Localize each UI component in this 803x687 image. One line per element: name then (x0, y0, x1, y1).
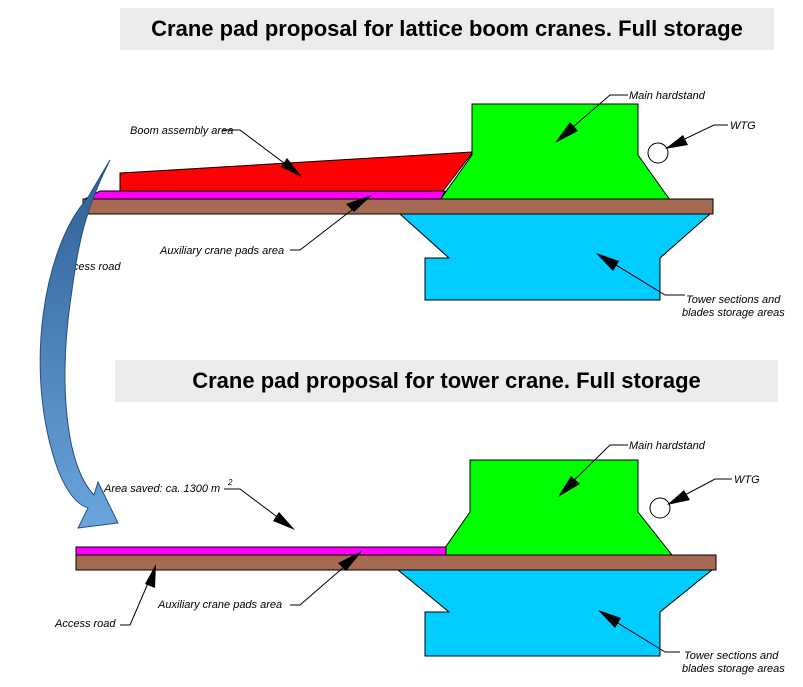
top-arrowhead-wtg (665, 135, 688, 149)
bottom-label-access-road: Access road (54, 618, 116, 630)
top-label-main-hardstand: Main hardstand (629, 90, 706, 102)
bottom-label-wtg: WTG (734, 474, 760, 486)
top-leader-storage (597, 253, 685, 296)
bottom-wtg-circle (649, 497, 671, 519)
bottom-leader-storage (599, 611, 680, 653)
bottom-label-main-hardstand: Main hardstand (629, 440, 706, 452)
top-auxiliary-pads (84, 190, 446, 200)
bottom-leader-area-saved (224, 488, 293, 529)
top-wtg-circle (647, 142, 669, 164)
top-label-boom-assembly: Boom assembly area (130, 125, 233, 137)
top-arrowhead-boom (281, 158, 302, 177)
bottom-diagram: Main hardstand WTG Area saved: ca. 1300 … (54, 440, 785, 675)
bottom-label-storage-2: blades storage areas (682, 663, 785, 675)
top-leader-auxiliary (290, 195, 371, 251)
bottom-arrowhead-access-road (145, 564, 156, 588)
top-label-storage-2: blades storage areas (682, 307, 785, 319)
top-arrowhead-storage (596, 253, 619, 271)
top-arrowhead-main-hardstand (555, 122, 578, 143)
bottom-arrowhead-wtg (667, 490, 690, 505)
top-label-auxiliary: Auxiliary crane pads area (159, 245, 284, 257)
top-title: Crane pad proposal for lattice boom cran… (120, 8, 774, 50)
bottom-leader-access-road (120, 566, 156, 626)
bottom-access-road (75, 554, 717, 571)
bottom-label-storage-1: Tower sections and (684, 650, 779, 662)
top-storage-area (398, 213, 712, 301)
top-leader-boom (222, 129, 301, 176)
top-label-storage-1: Tower sections and (686, 294, 781, 306)
bottom-arrowhead-area-saved (273, 512, 295, 530)
top-leader-main-hardstand (557, 94, 628, 141)
curved-arrow (39, 159, 119, 529)
bottom-storage-area (396, 569, 714, 657)
bottom-label-area-saved: Area saved: ca. 1300 m (103, 483, 220, 495)
top-label-wtg: WTG (730, 120, 756, 132)
bottom-leader-auxiliary (290, 552, 361, 606)
bottom-leader-main-hardstand (559, 444, 628, 495)
top-access-road (82, 198, 714, 215)
bottom-main-hardstand (439, 459, 674, 556)
bottom-label-area-saved-superscript: 2 (227, 478, 233, 487)
bottom-title: Crane pad proposal for tower crane. Full… (115, 360, 778, 402)
top-main-hardstand (439, 103, 671, 201)
bottom-label-auxiliary: Auxiliary crane pads area (157, 599, 282, 611)
bottom-auxiliary-pads (75, 546, 447, 556)
bottom-arrowhead-auxiliary (338, 551, 362, 571)
top-arrowhead-auxiliary (346, 195, 372, 212)
bottom-arrowhead-main-hardstand (558, 476, 580, 497)
bottom-arrowhead-storage (598, 610, 621, 628)
top-diagram: Main hardstand WTG Boom assembly area Ac… (59, 90, 785, 319)
